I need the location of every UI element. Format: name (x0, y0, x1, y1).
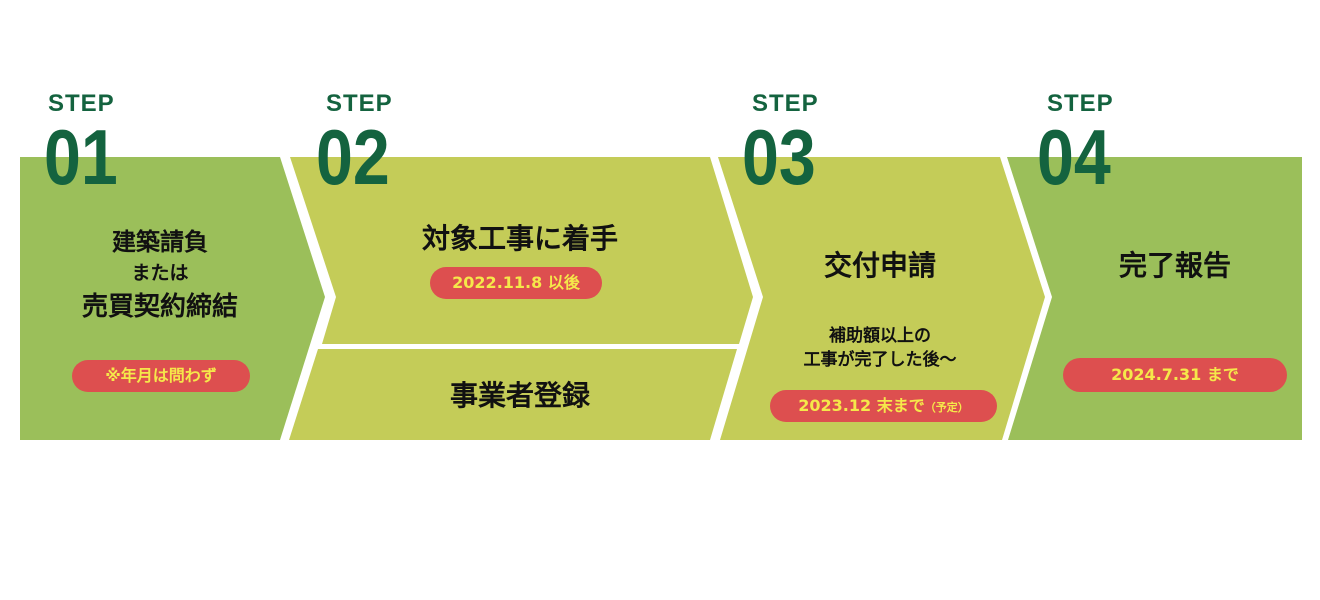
step-03-subtext: 補助額以上の 工事が完了した後～ (755, 324, 1005, 372)
step-02-upper-shape (290, 157, 753, 344)
subtext-line: 工事が完了した後～ (803, 350, 957, 370)
subtext-line: 補助額以上の (829, 326, 931, 346)
step-02-label: STEP (326, 90, 393, 117)
title-line: 建築請負 (112, 228, 208, 256)
step-02-title: 対象工事に着手 (421, 222, 618, 255)
step-02-note-pill: 2022.11.8 以後 (430, 267, 602, 299)
step-04-title: 完了報告 (1118, 249, 1231, 282)
step-01-number: 01 (44, 113, 118, 201)
step-04-label: STEP (1047, 90, 1114, 117)
step-03-number: 03 (742, 113, 816, 201)
step-02-lower-title: 事業者登録 (449, 379, 590, 412)
note-text: 2023.12 末まで (798, 396, 925, 415)
step-01-title: 建築請負 または 売買契約締結 (40, 225, 280, 327)
step-04-number: 04 (1037, 113, 1111, 201)
title-line: 売買契約締結 (81, 292, 238, 322)
step-03-title: 交付申請 (823, 249, 936, 282)
step-01-label: STEP (48, 90, 115, 117)
step-03-shape (718, 157, 1045, 440)
step-02-number: 02 (316, 113, 390, 201)
step-04-note-pill: 2024.7.31 まで (1063, 358, 1287, 392)
step-03-label: STEP (752, 90, 819, 117)
step-02-lower-shape (289, 349, 737, 440)
step-03-note-pill: 2023.12 末まで（予定） (770, 390, 997, 422)
title-line: または (131, 262, 189, 284)
note-suffix: （予定） (924, 401, 969, 414)
step-01-note-pill: ※年月は問わず (72, 360, 250, 392)
